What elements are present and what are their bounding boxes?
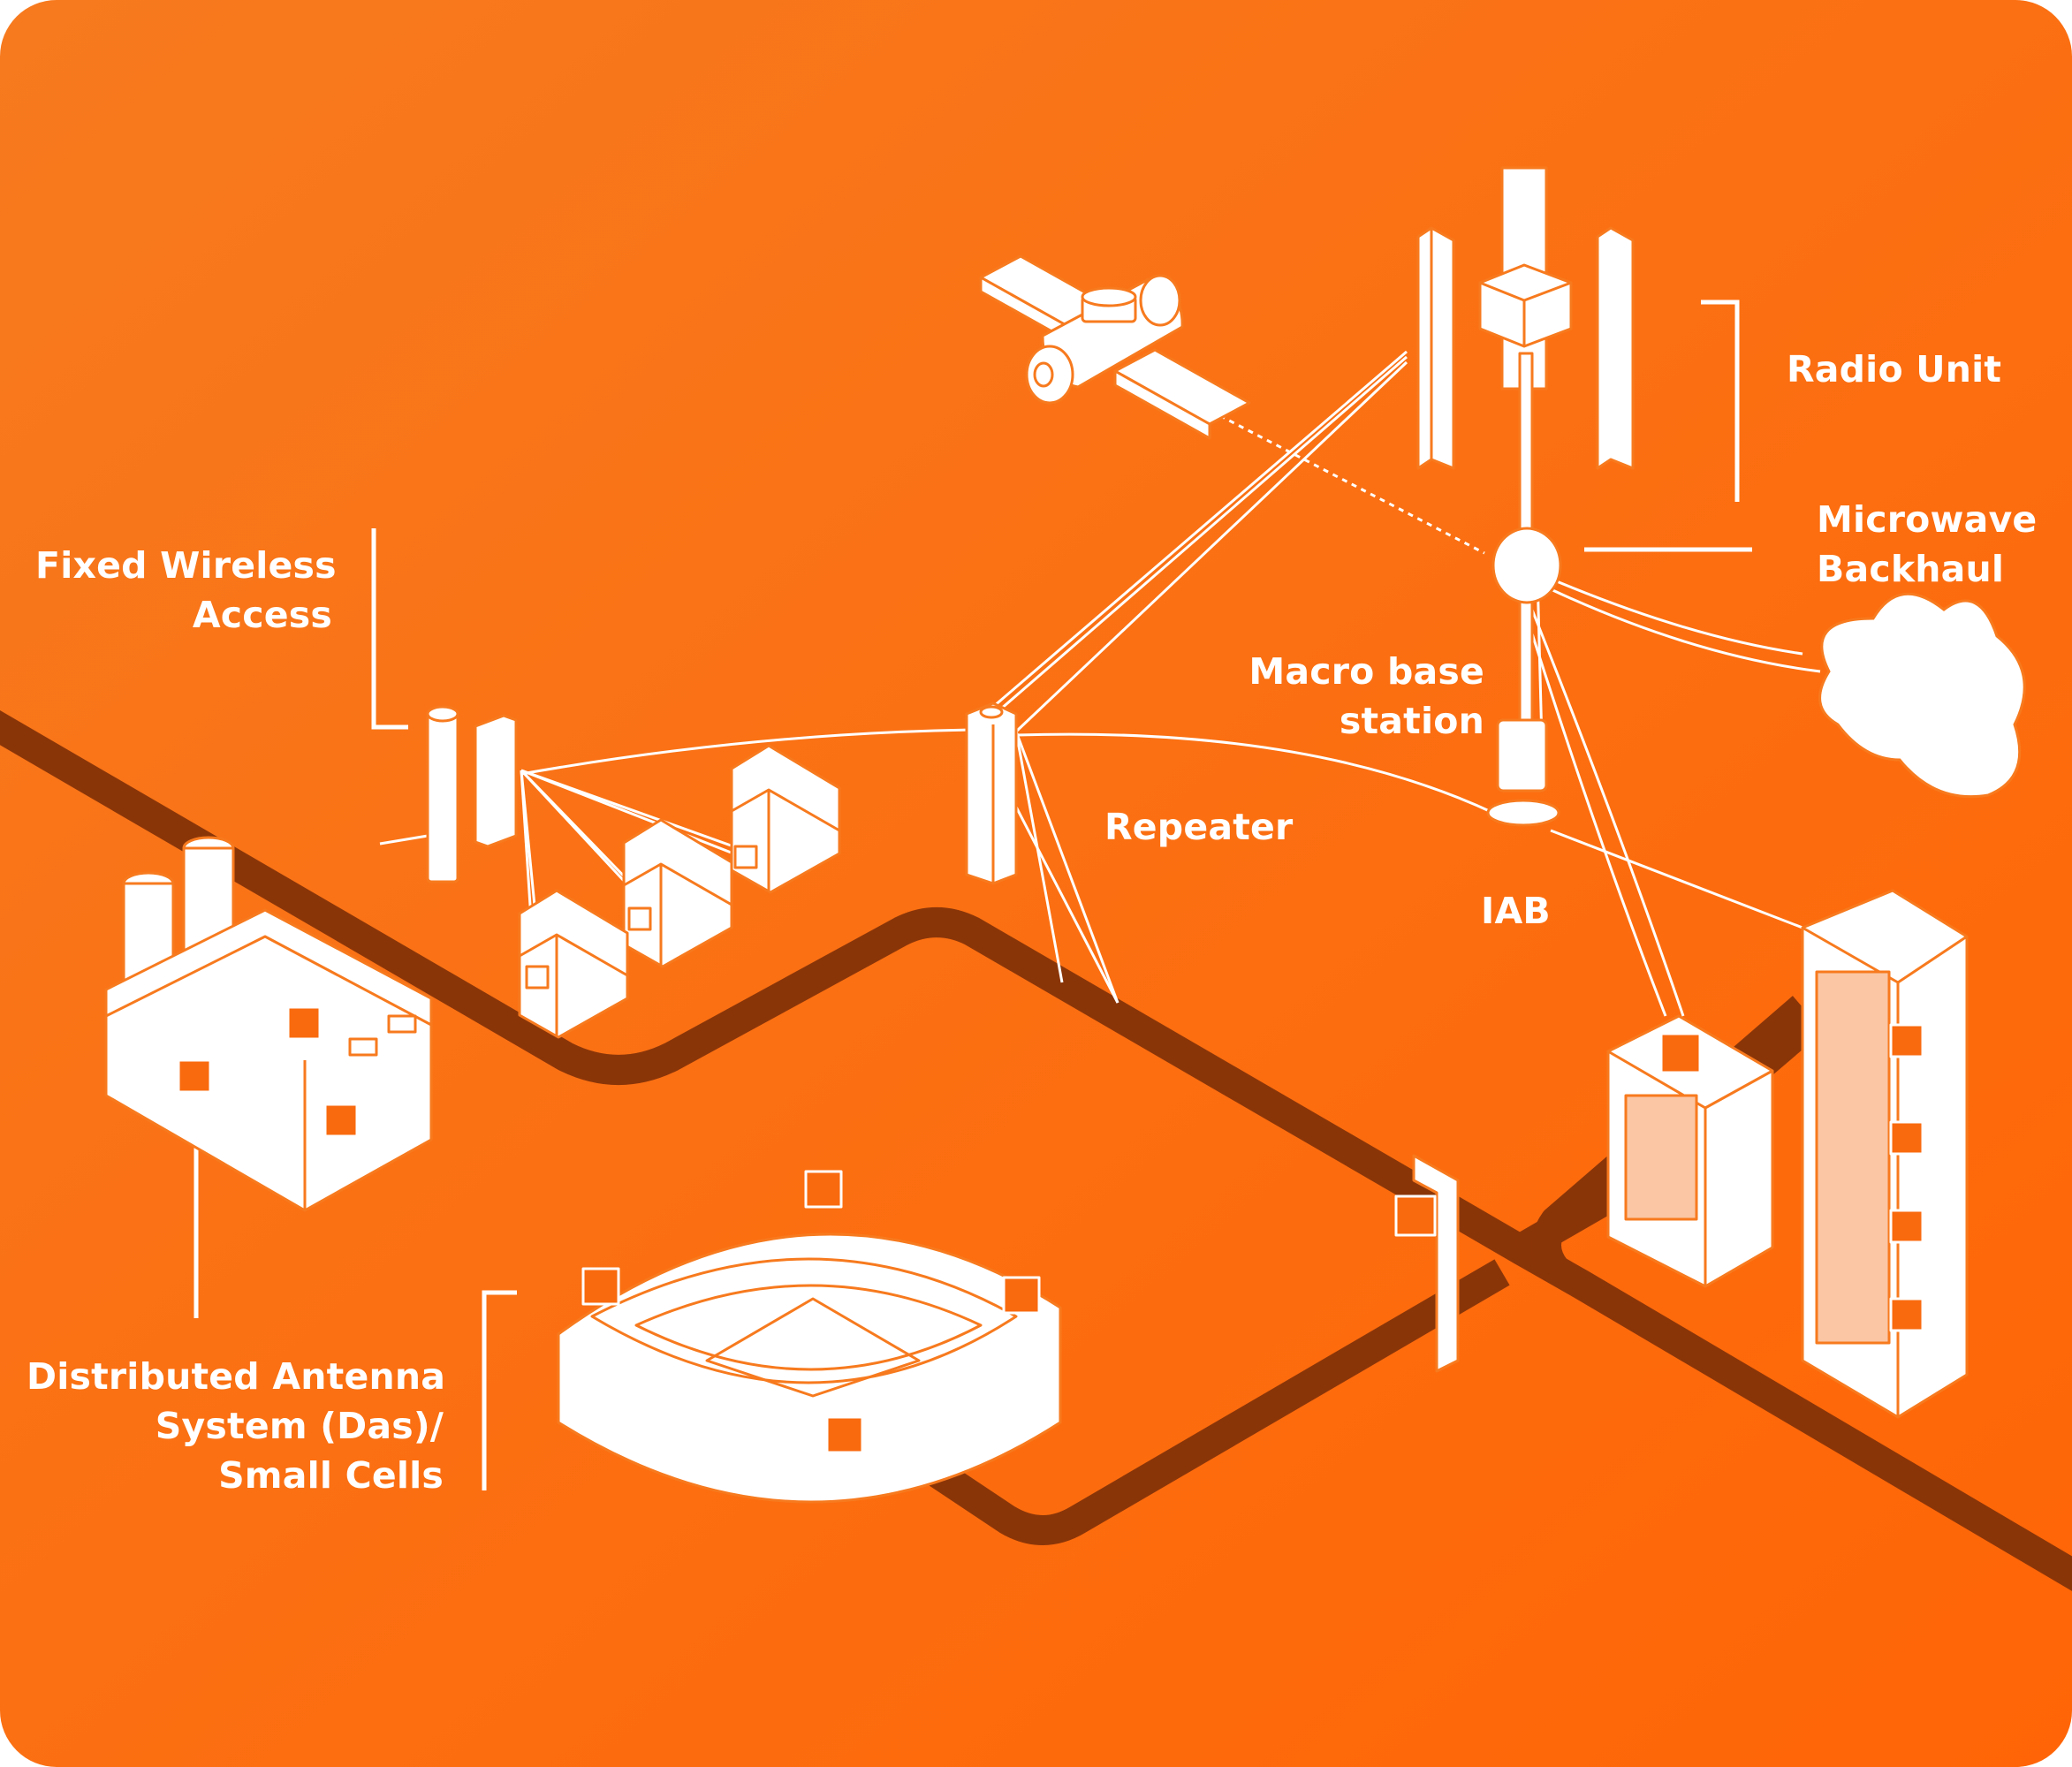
label-microwave-backhaul-line2: Backhaul bbox=[1817, 548, 2005, 590]
skyscraper-icon bbox=[1801, 889, 1969, 1419]
road-network bbox=[0, 704, 2072, 1595]
label-radio-unit-text: Radio Unit bbox=[1787, 348, 2002, 391]
label-das-small-cells: Distributed Antenna System (Das)/ Small … bbox=[27, 1352, 446, 1500]
label-iab: IAB bbox=[1481, 886, 1551, 936]
label-macro-base-station: Macro base station bbox=[1219, 647, 1484, 746]
satellite-icon bbox=[979, 254, 1251, 440]
label-repeater-text: Repeater bbox=[1104, 806, 1294, 848]
label-das-line3: Small Cells bbox=[218, 1454, 444, 1497]
cloud-icon bbox=[1818, 592, 2026, 799]
label-macro-base-station-line1: Macro base bbox=[1249, 650, 1484, 693]
label-macro-base-station-line2: station bbox=[1339, 700, 1484, 742]
link-lines bbox=[379, 350, 1821, 1017]
label-fixed-wireless-access: Fixed Wireless Access bbox=[35, 541, 337, 640]
macro-tower-icon bbox=[1416, 166, 1635, 827]
house-icon bbox=[518, 889, 629, 1039]
factory-icon bbox=[104, 836, 433, 1212]
label-das-line1: Distributed Antenna bbox=[27, 1355, 446, 1398]
office-building-icon bbox=[1606, 1014, 1774, 1288]
label-radio-unit: Radio Unit bbox=[1787, 345, 2001, 394]
label-iab-text: IAB bbox=[1481, 890, 1551, 932]
repeater-mast-icon bbox=[965, 701, 1018, 885]
street-pole-icon bbox=[1394, 1154, 1460, 1373]
fwa-antenna-icon bbox=[426, 705, 518, 884]
stadium-icon bbox=[557, 1170, 1062, 1504]
label-microwave-backhaul: Microwave Backhaul bbox=[1817, 495, 2037, 594]
houses-group bbox=[518, 744, 841, 1039]
label-das-line2: System (Das)/ bbox=[155, 1405, 444, 1447]
label-microwave-backhaul-line1: Microwave bbox=[1817, 498, 2038, 541]
label-fixed-wireless-access-line2: Access bbox=[192, 594, 332, 636]
house-icon bbox=[622, 818, 733, 968]
label-repeater: Repeater bbox=[1104, 802, 1293, 852]
label-fixed-wireless-access-line1: Fixed Wireless bbox=[35, 544, 337, 587]
